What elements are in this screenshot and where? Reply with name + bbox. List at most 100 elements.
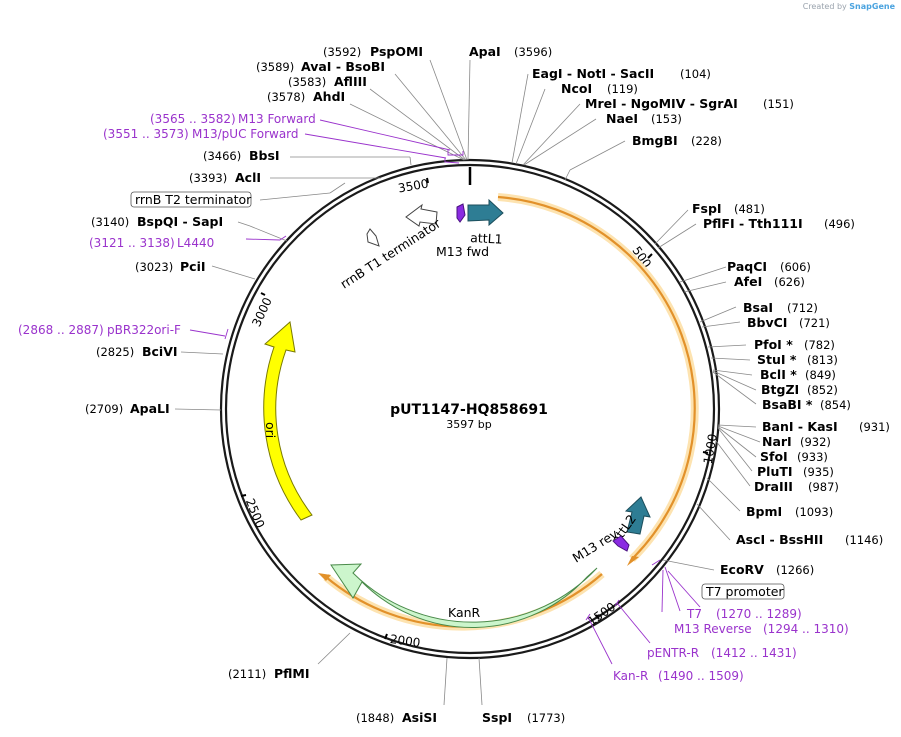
plasmid-size: 3597 bp (446, 418, 491, 431)
primer-m13-reverse[interactable]: M13 Reverse (674, 622, 752, 636)
primer-range-m13-forward: (3565 .. 3582) (150, 112, 236, 126)
enzyme-bpmi[interactable]: BpmI (746, 504, 782, 519)
enzyme-pos-mrei: (151) (763, 97, 794, 111)
enzyme-bmgbi[interactable]: BmgBI (632, 133, 678, 148)
orange-region-upper (497, 193, 699, 566)
ori-label: ori (263, 422, 278, 438)
enzyme-apali[interactable]: ApaLI (130, 401, 170, 416)
enzyme-pos-pluti: (935) (803, 465, 834, 479)
enzyme-pos-ncoi: (119) (607, 82, 638, 96)
enzyme-pos-eagi: (104) (680, 67, 711, 81)
enzyme-pos-pcii: (3023) (135, 260, 173, 274)
t7-promoter-label[interactable]: T7 promoter (705, 584, 784, 599)
enzyme-pflmi[interactable]: PflMI (274, 666, 310, 681)
primer-pbr322ori-f[interactable]: pBR322ori-F (107, 323, 181, 337)
enzyme-pspomi[interactable]: PspOMI (370, 44, 423, 59)
rrnb-t1-arrow[interactable] (366, 228, 380, 247)
tick-mark-2000 (384, 633, 388, 640)
enzyme-pluti[interactable]: PluTI (757, 464, 793, 479)
enzyme-pos-stui: (813) (807, 353, 838, 367)
enzyme-pflfi-tth111i[interactable]: PflFI - Tth111I (703, 216, 803, 231)
enzyme-stui[interactable]: StuI * (757, 352, 797, 367)
plasmid-name: pUT1147-HQ858691 (390, 402, 548, 418)
primer-m13-puc-forward[interactable]: M13/pUC Forward (192, 127, 299, 141)
enzyme-btgzi[interactable]: BtgZI (761, 382, 799, 397)
enzyme-pos-bani: (931) (859, 420, 890, 434)
enzyme-pos-ahdi: (3578) (267, 90, 305, 104)
primer-kan-r[interactable]: Kan-R (613, 669, 648, 683)
tick-label-2000: 2000 (389, 632, 421, 650)
enzyme-bsabi[interactable]: BsaBI * (762, 397, 813, 412)
tick-mark-3500 (426, 177, 429, 184)
enzyme-pcii[interactable]: PciI (180, 259, 206, 274)
enzyme-pos-paqci: (606) (780, 260, 811, 274)
tick-mark-2500 (240, 494, 247, 497)
primer-l4440[interactable]: L4440 (177, 236, 214, 250)
enzyme-sspi[interactable]: SspI (482, 710, 512, 725)
enzyme-bspqi-sapi[interactable]: BspQI - SapI (137, 214, 223, 229)
enzyme-bani-kasi[interactable]: BanI - KasI (762, 419, 838, 434)
enzyme-pos-bcli: (849) (805, 368, 836, 382)
enzyme-bcivi[interactable]: BciVI (142, 344, 178, 359)
primer-range-kan-r: (1490 .. 1509) (658, 669, 744, 683)
attl2-feature-arrow[interactable] (624, 496, 651, 535)
enzyme-pos-apali: (2709) (85, 402, 123, 416)
enzyme-asisi[interactable]: AsiSI (402, 710, 437, 725)
m13-rev-arrow[interactable] (612, 535, 630, 552)
enzyme-paqci[interactable]: PaqCI (727, 259, 767, 274)
tick-mark-1000 (702, 451, 709, 454)
enzyme-pos-bsai: (712) (787, 301, 818, 315)
rrnb-t2-arrow[interactable] (405, 203, 438, 227)
enzyme-bcli[interactable]: BclI * (760, 367, 797, 382)
enzyme-pos-afei: (626) (774, 275, 805, 289)
rrnb-t2-label[interactable]: rrnB T2 terminator (135, 192, 252, 207)
m13-fwd-arrow[interactable] (456, 203, 466, 223)
rrnb-t2-label-box (130, 191, 252, 208)
enzyme-bbsi[interactable]: BbsI (249, 148, 280, 163)
enzyme-ecorv[interactable]: EcoRV (720, 562, 764, 577)
attl1-feature-arrow[interactable] (467, 198, 504, 227)
enzyme-bsai[interactable]: BsaI (743, 300, 773, 315)
primer-t7[interactable]: T7 (686, 607, 702, 621)
enzyme-pos-acli: (3393) (189, 171, 227, 185)
enzyme-naei[interactable]: NaeI (606, 111, 638, 126)
enzyme-avai-bsobi[interactable]: AvaI - BsoBI (301, 59, 385, 74)
enzyme-pos-bsabi: (854) (820, 398, 851, 412)
enzyme-ahdi[interactable]: AhdI (313, 89, 345, 104)
enzyme-mrei-ngomiv-sgrai[interactable]: MreI - NgoMIV - SgrAI (585, 96, 738, 111)
enzyme-asci-bsshii[interactable]: AscI - BssHII (736, 532, 823, 547)
tick-label-1000: 1000 (701, 433, 720, 466)
enzyme-pos-bbsi: (3466) (203, 149, 241, 163)
enzyme-pfoi[interactable]: PfoI * (754, 337, 793, 352)
enzyme-bbvci[interactable]: BbvCI (747, 315, 787, 330)
primer-leader-lines (189, 119, 701, 665)
enzyme-pos-ecorv: (1266) (776, 563, 814, 577)
attl1-label: attL1 (470, 230, 503, 247)
enzyme-afei[interactable]: AfeI (734, 274, 762, 289)
enzyme-ncoi[interactable]: NcoI (561, 81, 592, 96)
backbone-outer-ring (219, 158, 721, 660)
enzyme-sfoi[interactable]: SfoI (760, 449, 788, 464)
primer-pentr-r[interactable]: pENTR-R (647, 646, 699, 660)
primer-range-pentr-r: (1412 .. 1431) (711, 646, 797, 660)
enzyme-pos-pflmi: (2111) (228, 667, 266, 681)
enzyme-nari[interactable]: NarI (762, 434, 792, 449)
enzyme-pos-bspqi: (3140) (91, 215, 129, 229)
enzyme-draiii[interactable]: DraIII (754, 479, 793, 494)
enzyme-fspi[interactable]: FspI (692, 201, 722, 216)
enzyme-pos-sfoi: (933) (797, 450, 828, 464)
enzyme-pos-asci: (1146) (845, 533, 883, 547)
tick-label-3000: 3000 (249, 295, 275, 329)
enzyme-pos-pfoi: (782) (804, 338, 835, 352)
enzyme-eagi-noti-sacii[interactable]: EagI - NotI - SacII (532, 66, 654, 81)
enzyme-apai[interactable]: ApaI (469, 44, 501, 59)
primer-m13-forward[interactable]: M13 Forward (238, 112, 316, 126)
kanr-feature-arrow[interactable] (330, 563, 598, 628)
ori-feature-arrow[interactable] (263, 321, 313, 521)
primer-range-pbr322ori-f: (2868 .. 2887) (18, 323, 104, 337)
enzyme-afliii[interactable]: AflIII (334, 74, 367, 89)
kanr-label: KanR (448, 605, 481, 620)
enzyme-pos-avai: (3589) (256, 60, 294, 74)
enzyme-acli[interactable]: AclI (235, 170, 261, 185)
